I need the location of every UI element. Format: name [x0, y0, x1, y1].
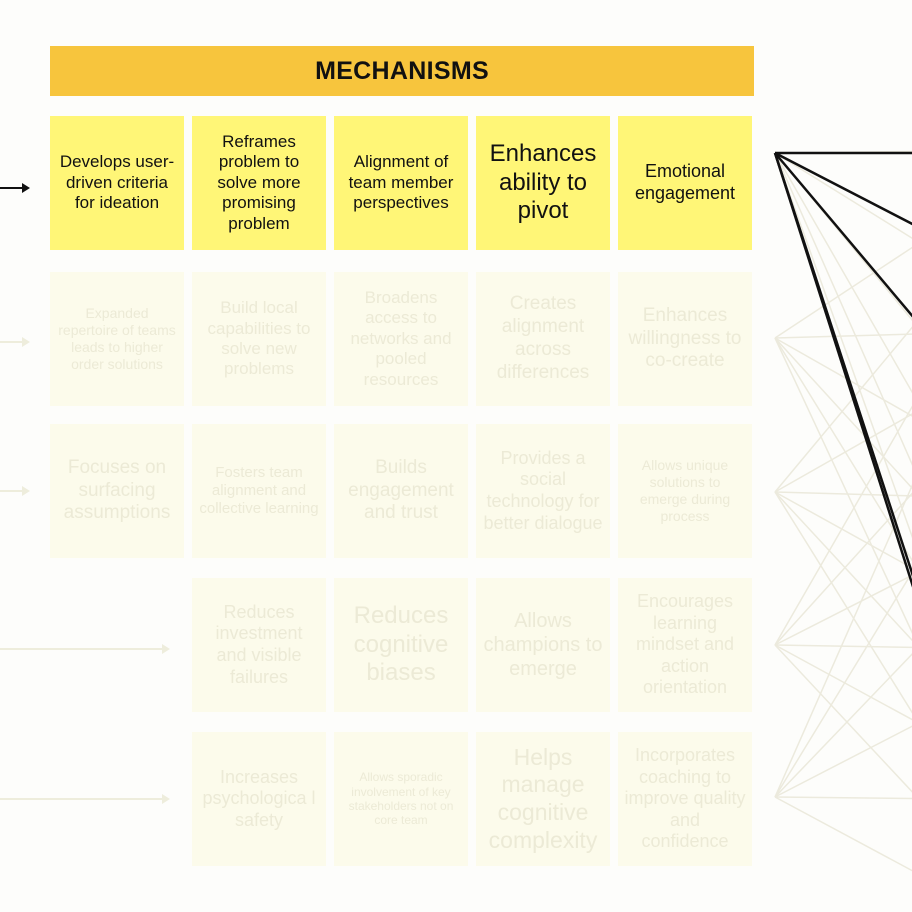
mechanism-text: Fosters team alignment and collective le… — [199, 464, 319, 517]
faded-connector-line — [774, 571, 912, 798]
mechanism-card: Provides a social technology for better … — [476, 424, 610, 558]
mechanism-card: Reduces cognitive biases — [334, 578, 468, 712]
mechanism-card: Allows champions to emerge — [476, 578, 610, 712]
mechanism-text: Reduces cognitive biases — [353, 601, 449, 687]
faded-connector-line — [774, 492, 912, 646]
mechanism-card: Reframes problem to solve more promising… — [192, 116, 326, 250]
mechanism-text: Enhances willingness to co-create — [628, 304, 742, 372]
mechanism-card: Helps manage cognitive complexity — [476, 732, 610, 866]
mechanism-text: Increases psychologica l safety — [202, 766, 316, 830]
mechanism-card: Emotional engagement — [618, 116, 752, 250]
faded-connector-line — [774, 152, 912, 394]
mechanism-card: Develops user-driven criteria for ideati… — [50, 116, 184, 250]
faded-connector-line — [774, 337, 912, 417]
mechanism-text: Expanded repertoire of teams leads to hi… — [58, 305, 176, 372]
row-4-input-arrow — [0, 644, 170, 654]
active-connector-line — [773, 152, 912, 588]
row-3-input-arrow — [0, 486, 30, 496]
mechanism-text: Builds engagement and trust — [348, 456, 454, 524]
mechanism-card: Incorporates coaching to improve quality… — [618, 732, 752, 866]
mechanism-text: Alignment of team member perspectives — [348, 152, 454, 213]
mechanism-text: Incorporates coaching to improve quality… — [624, 745, 746, 852]
faded-connector-line — [774, 337, 912, 490]
mechanism-card: Encourages learning mindset and action o… — [618, 578, 752, 712]
faded-connector-line — [774, 333, 912, 339]
faded-connector-line — [774, 152, 912, 239]
mechanism-card: Enhances willingness to co-create — [618, 272, 752, 406]
faded-connector-line — [774, 152, 912, 539]
mechanism-card: Focuses on surfacing assumptions — [50, 424, 184, 558]
mechanism-card: Allows unique solutions to emerge during… — [618, 424, 752, 558]
mechanism-text: Enhances ability to pivot — [489, 139, 597, 225]
mechanism-text: Focuses on surfacing assumptions — [63, 456, 171, 524]
mechanism-text: Allows champions to emerge — [483, 610, 603, 680]
mechanism-text: Provides a social technology for better … — [483, 447, 603, 533]
mechanism-text: Reduces investment and visible failures — [215, 601, 303, 687]
faded-connector-line — [774, 337, 912, 562]
mechanism-text: Broadens access to networks and pooled r… — [350, 288, 452, 389]
faded-connector-line — [774, 644, 912, 793]
mechanism-card: Creates alignment across differences — [476, 272, 610, 406]
faded-connector-line — [774, 491, 912, 569]
mechanism-card: Builds engagement and trust — [334, 424, 468, 558]
faded-connector-line — [774, 405, 912, 646]
mechanism-text: Allows sporadic involvement of key stake… — [348, 770, 454, 828]
faded-connector-line — [774, 796, 912, 872]
mechanism-text: Reframes problem to solve more promising… — [217, 132, 301, 233]
mechanism-card: Expanded repertoire of teams leads to hi… — [50, 272, 184, 406]
faded-connector-line — [774, 574, 912, 646]
mechanism-text: Creates alignment across differences — [496, 293, 590, 383]
faded-connector-line — [774, 644, 912, 649]
row-1-input-arrow — [0, 183, 30, 193]
mechanism-text: Allows unique solutions to emerge during… — [639, 457, 731, 524]
mechanism-card: Enhances ability to pivot — [476, 116, 610, 250]
mechanism-card: Reduces investment and visible failures — [192, 578, 326, 712]
faded-connector-line — [774, 644, 912, 721]
mechanism-card: Allows sporadic involvement of key stake… — [334, 732, 468, 866]
mechanism-card: Fosters team alignment and collective le… — [192, 424, 326, 558]
faded-connector-line — [774, 653, 912, 798]
active-connector-line — [774, 151, 912, 226]
faded-connector-line — [774, 337, 912, 634]
faded-connector-line — [774, 326, 912, 493]
mechanism-card: Alignment of team member perspectives — [334, 116, 468, 250]
row-5-input-arrow — [0, 794, 170, 804]
mechanisms-banner: MECHANISMS — [50, 46, 754, 96]
faded-connector-line — [774, 152, 912, 466]
faded-connector-line — [774, 725, 912, 798]
faded-connector-line — [774, 491, 912, 714]
mechanism-text: Build local capabilities to solve new pr… — [207, 298, 311, 379]
faded-connector-line — [774, 796, 912, 800]
faded-connector-line — [774, 246, 912, 339]
mechanism-card: Increases psychologica l safety — [192, 732, 326, 866]
row-2-input-arrow — [0, 337, 30, 347]
mechanism-card: Broadens access to networks and pooled r… — [334, 272, 468, 406]
mechanism-text: Encourages learning mindset and action o… — [635, 591, 735, 698]
mechanisms-title: MECHANISMS — [315, 56, 489, 85]
mechanism-text: Helps manage cognitive complexity — [488, 743, 598, 853]
faded-connector-line — [774, 413, 912, 493]
mechanism-text: Emotional engagement — [634, 161, 736, 203]
faded-connector-line — [774, 491, 912, 642]
active-connector-line — [774, 152, 912, 318]
faded-connector-line — [774, 484, 912, 798]
mechanism-text: Develops user-driven criteria for ideati… — [59, 152, 175, 213]
faded-connector-line — [774, 491, 912, 497]
mechanism-card: Build local capabilities to solve new pr… — [192, 272, 326, 406]
